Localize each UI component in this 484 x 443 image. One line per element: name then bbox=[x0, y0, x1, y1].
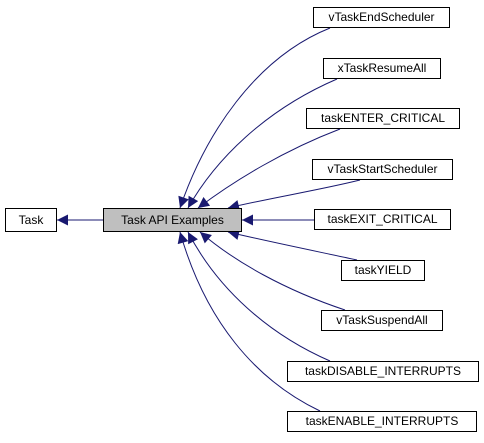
node-vtaskendscheduler[interactable]: vTaskEndScheduler bbox=[313, 7, 450, 28]
node-taskenter-critical[interactable]: taskENTER_CRITICAL bbox=[306, 108, 460, 129]
node-task-api-examples: Task API Examples bbox=[103, 208, 242, 232]
node-task[interactable]: Task bbox=[5, 208, 57, 232]
node-xtaskresumeall[interactable]: xTaskResumeAll bbox=[323, 58, 441, 79]
edge-from-taskenable-interrupts bbox=[177, 231, 321, 412]
edge-from-vtasksuspendall bbox=[199, 231, 346, 311]
node-taskexit-critical[interactable]: taskEXIT_CRITICAL bbox=[314, 209, 451, 230]
edge-from-taskdisable-interrupts bbox=[187, 231, 331, 362]
node-vtaskstartscheduler[interactable]: vTaskStartScheduler bbox=[312, 159, 453, 180]
node-taskyield[interactable]: taskYIELD bbox=[341, 260, 425, 281]
node-vtasksuspendall[interactable]: vTaskSuspendAll bbox=[321, 310, 443, 331]
node-taskdisable-interrupts[interactable]: taskDISABLE_INTERRUPTS bbox=[287, 361, 479, 382]
node-taskenable-interrupts[interactable]: taskENABLE_INTERRUPTS bbox=[287, 411, 477, 432]
edge-from-vtaskstartscheduler bbox=[227, 179, 361, 211]
edge-from-taskyield bbox=[227, 229, 358, 261]
edge-from-taskenter-critical bbox=[197, 128, 341, 209]
edge-from-xtaskresumeall bbox=[187, 78, 338, 209]
edge-from-vtaskendscheduler bbox=[178, 27, 331, 209]
